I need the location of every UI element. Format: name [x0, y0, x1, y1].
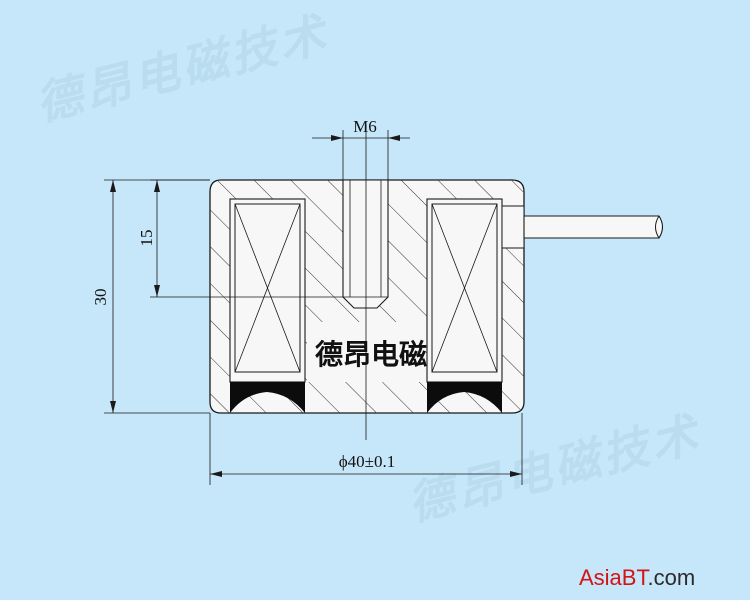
site-brand: AsiaBT.com — [579, 565, 695, 591]
thread-size-label: M6 — [353, 117, 377, 136]
dimension-m6: M6 — [312, 117, 410, 180]
dimension-depth: 15 — [137, 179, 343, 298]
depth-label: 15 — [137, 230, 156, 247]
dimension-height: 30 — [91, 179, 210, 414]
right-coil — [426, 198, 503, 413]
site-domain: .com — [647, 565, 696, 590]
height-label: 30 — [91, 289, 110, 306]
lead-wire — [501, 205, 664, 249]
dimension-diameter: ϕ40±0.1 — [209, 413, 523, 485]
left-coil — [229, 198, 306, 413]
threaded-hole-m6 — [342, 179, 389, 309]
site-name: AsiaBT — [579, 565, 648, 590]
center-brand-text: 德昂电磁 — [315, 338, 427, 371]
diameter-label: ϕ40±0.1 — [339, 452, 396, 471]
